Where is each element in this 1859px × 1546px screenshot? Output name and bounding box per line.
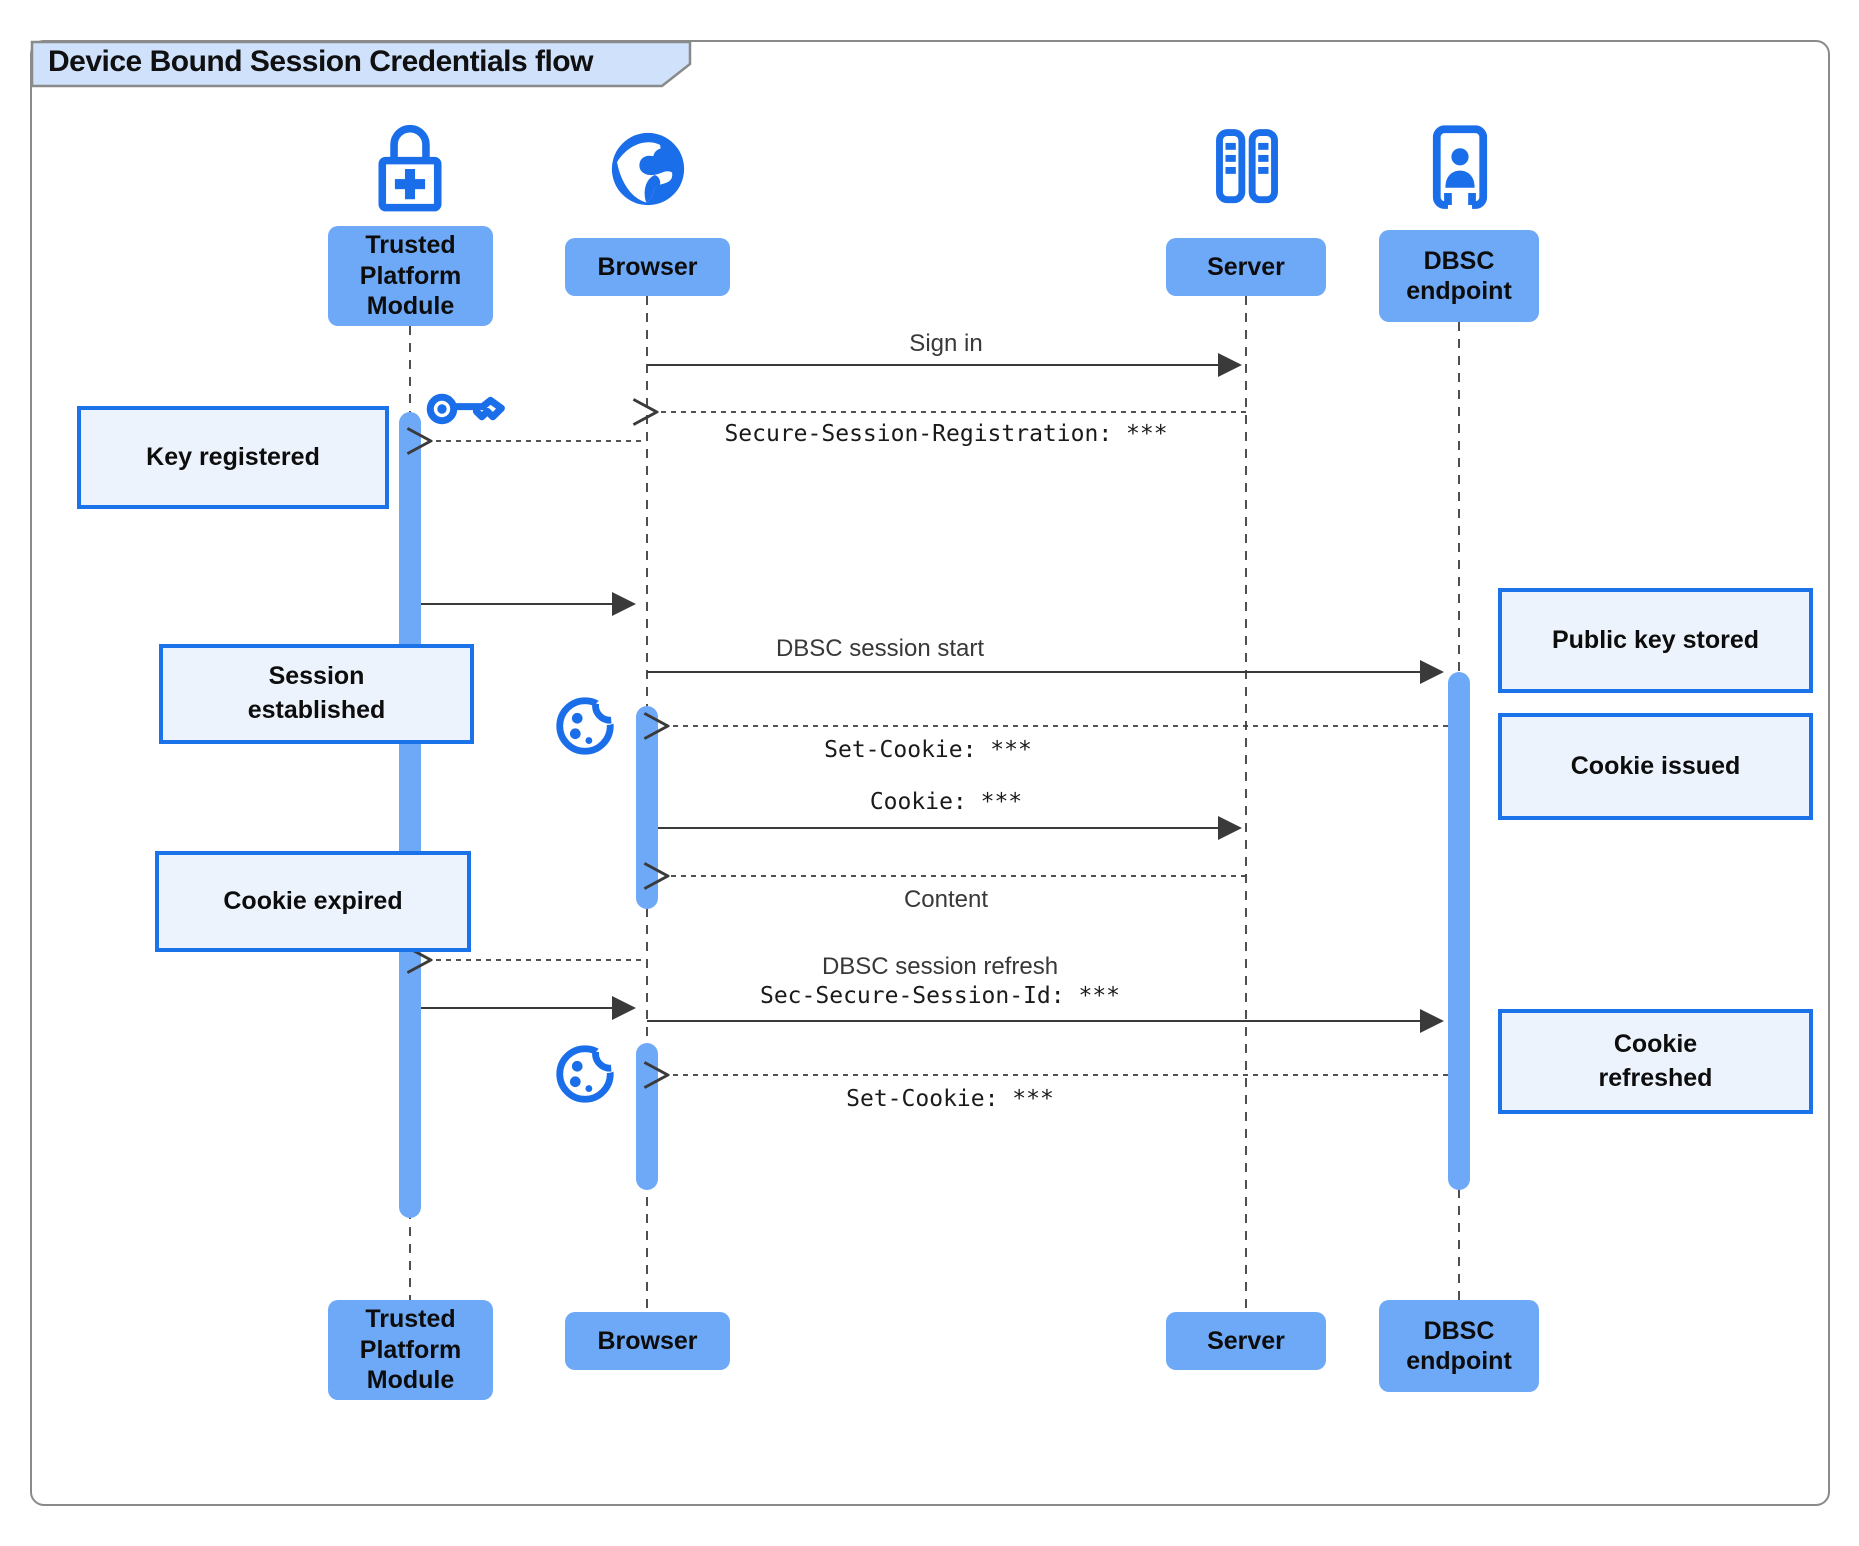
- activation-tpm: [399, 412, 421, 1218]
- cookie-icon: [551, 1040, 619, 1108]
- actor-label: Trusted Platform Module: [359, 231, 462, 321]
- message-label-dbsc-session-start: DBSC session start: [775, 635, 985, 662]
- title-tab: [30, 40, 694, 88]
- diagram-title: Device Bound Session Credentials flow: [48, 45, 593, 78]
- actor-bottom-dbsc: DBSC endpoint: [1379, 1300, 1539, 1392]
- note-cookie-issued: Cookie issued: [1498, 713, 1813, 820]
- note-text: Key registered: [146, 442, 320, 471]
- actor-label: Browser: [597, 252, 698, 281]
- note-key-registered: Key registered: [77, 406, 389, 509]
- actor-label: Server: [1207, 1326, 1285, 1355]
- message-label-dbsc-session-refresh: DBSC session refresh: [821, 953, 1059, 980]
- activation-browser-2: [636, 1043, 658, 1190]
- message-label-sign-in: Sign in: [909, 330, 983, 357]
- title-tab-shape: [30, 40, 692, 88]
- actor-label: DBSC endpoint: [1406, 246, 1512, 306]
- note-public-key-stored: Public key stored: [1498, 588, 1813, 693]
- actor-top-browser: Browser: [565, 238, 730, 296]
- actor-label: Trusted Platform Module: [359, 1305, 462, 1395]
- actor-label: Server: [1207, 252, 1285, 281]
- note-cookie-expired: Cookie expired: [155, 851, 471, 952]
- message-label-cookie: Cookie: ***: [869, 789, 1023, 815]
- message-label-sec-secure-session-id: Sec-Secure-Session-Id: ***: [759, 983, 1121, 1009]
- actor-label: Browser: [597, 1326, 698, 1355]
- actor-label: DBSC endpoint: [1406, 1316, 1512, 1376]
- server-rack-icon: [1204, 124, 1290, 210]
- globe-icon: [605, 126, 691, 212]
- cookie-icon: [551, 692, 619, 760]
- actor-bottom-server: Server: [1166, 1312, 1326, 1370]
- activation-dbsc: [1448, 672, 1470, 1190]
- activation-browser-1: [636, 706, 658, 909]
- message-label-content: Content: [903, 886, 989, 913]
- note-text: Cookie issued: [1570, 751, 1741, 780]
- note-text: Cookie refreshed: [1598, 1029, 1713, 1092]
- note-cookie-refreshed: Cookie refreshed: [1498, 1009, 1813, 1114]
- key-icon: [424, 381, 510, 437]
- door-person-icon: [1417, 122, 1503, 214]
- message-label-secure-session-registration: Secure-Session-Registration: ***: [724, 421, 1168, 447]
- actor-top-tpm: Trusted Platform Module: [328, 226, 493, 326]
- lock-plus-icon: [368, 118, 452, 220]
- message-label-set-cookie-1: Set-Cookie: ***: [824, 737, 1032, 763]
- message-label-set-cookie-2: Set-Cookie: ***: [846, 1086, 1054, 1112]
- actor-bottom-tpm: Trusted Platform Module: [328, 1300, 493, 1400]
- note-text: Public key stored: [1551, 625, 1760, 654]
- note-session-established: Session established: [159, 644, 474, 744]
- actor-top-dbsc: DBSC endpoint: [1379, 230, 1539, 322]
- note-text: Cookie expired: [223, 886, 403, 915]
- note-text: Session established: [247, 662, 386, 724]
- actor-bottom-browser: Browser: [565, 1312, 730, 1370]
- actor-top-server: Server: [1166, 238, 1326, 296]
